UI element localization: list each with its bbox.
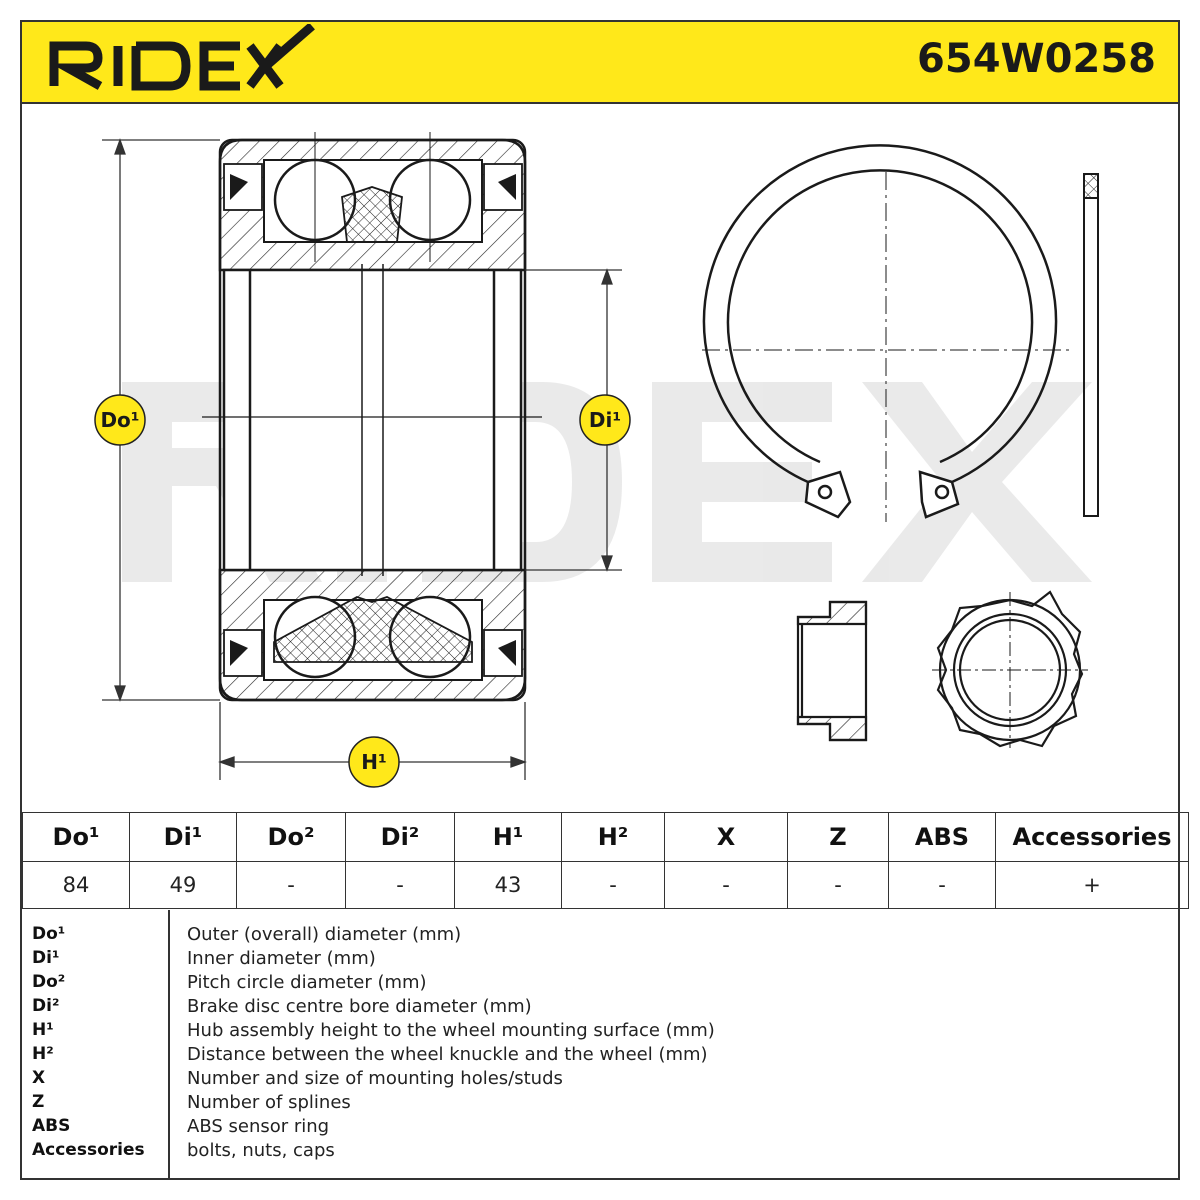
bearing-cross-section (202, 132, 542, 702)
spec-header: X (664, 812, 788, 862)
spec-value-row: 84 49 - - 43 - - - - + (22, 861, 1189, 909)
spec-header: Di¹ (129, 812, 237, 862)
axle-nut-side (796, 600, 868, 742)
legend-item: H² Distance between the wheel knuckle and… (22, 1044, 1178, 1068)
legend-item: Di¹ Inner diameter (mm) (22, 948, 1178, 972)
legend-key: H² (32, 1044, 54, 1064)
legend-desc: Hub assembly height to the wheel mountin… (187, 1020, 715, 1041)
axle-nut-front (932, 590, 1088, 748)
drawing-frame: 654W0258 (20, 20, 1189, 1180)
snap-ring (702, 144, 1072, 522)
legend-key: Do¹ (32, 924, 66, 944)
spec-header-row: Do¹ Di¹ Do² Di² H¹ H² X Z ABS Accessorie… (22, 812, 1189, 862)
spec-value: - (664, 861, 788, 909)
svg-text:H¹: H¹ (361, 750, 387, 774)
svg-text:Do¹: Do¹ (100, 408, 139, 432)
legend-item: Do¹ Outer (overall) diameter (mm) (22, 924, 1178, 948)
legend-key: Di² (32, 996, 60, 1016)
spec-header: Accessories (995, 812, 1189, 862)
legend-item: X Number and size of mounting holes/studs (22, 1068, 1178, 1092)
label-do1: Do¹ (94, 394, 146, 446)
technical-drawing: Do¹ Di¹ H¹ (94, 132, 1099, 788)
legend-item: Di² Brake disc centre bore diameter (mm) (22, 996, 1178, 1020)
spec-value: - (561, 861, 665, 909)
legend-key: H¹ (32, 1020, 54, 1040)
spec-header: Do¹ (22, 812, 130, 862)
spec-value: - (888, 861, 996, 909)
legend-key: ABS (32, 1116, 71, 1136)
spec-value: 84 (22, 861, 130, 909)
spec-value: - (345, 861, 455, 909)
legend-key: Do² (32, 972, 66, 992)
spec-header: ABS (888, 812, 996, 862)
legend-item: Z Number of splines (22, 1092, 1178, 1116)
spec-value: 43 (454, 861, 562, 909)
spec-table: Do¹ Di¹ Do² Di² H¹ H² X Z ABS Accessorie… (22, 812, 1189, 909)
legend-desc: Number and size of mounting holes/studs (187, 1068, 563, 1089)
label-h1: H¹ (348, 736, 400, 788)
spec-header: Di² (345, 812, 455, 862)
legend-item: Accessories bolts, nuts, caps (22, 1140, 1178, 1164)
spec-header: Z (787, 812, 889, 862)
legend-desc: Outer (overall) diameter (mm) (187, 924, 462, 945)
legend-key: Z (32, 1092, 45, 1112)
legend-key: Di¹ (32, 948, 60, 968)
label-di1: Di¹ (579, 394, 631, 446)
spec-header: Do² (236, 812, 346, 862)
legend-desc: Distance between the wheel knuckle and t… (187, 1044, 708, 1065)
spec-value: - (236, 861, 346, 909)
legend-desc: Pitch circle diameter (mm) (187, 972, 427, 993)
legend-key: X (32, 1068, 46, 1088)
legend-desc: bolts, nuts, caps (187, 1140, 335, 1161)
legend-desc: Inner diameter (mm) (187, 948, 376, 969)
svg-text:Di¹: Di¹ (589, 408, 621, 432)
legend-item: ABS ABS sensor ring (22, 1116, 1178, 1140)
legend-desc: Brake disc centre bore diameter (mm) (187, 996, 532, 1017)
legend: Do¹ Outer (overall) diameter (mm) Di¹ Inne… (22, 910, 1178, 1178)
legend-item: Do² Pitch circle diameter (mm) (22, 972, 1178, 996)
snap-ring-side (1083, 173, 1099, 517)
legend-item: H¹ Hub assembly height to the wheel mount… (22, 1020, 1178, 1044)
spec-value: - (787, 861, 889, 909)
header-bar: 654W0258 (22, 22, 1178, 104)
legend-desc: Number of splines (187, 1092, 351, 1113)
spec-header: H¹ (454, 812, 562, 862)
spec-header: H² (561, 812, 665, 862)
legend-key: Accessories (32, 1140, 145, 1160)
spec-value: + (995, 861, 1189, 909)
ridex-logo (49, 24, 315, 91)
spec-value: 49 (129, 861, 237, 909)
legend-desc: ABS sensor ring (187, 1116, 330, 1137)
legend-divider (168, 910, 170, 1178)
part-number: 654W0258 (917, 36, 1156, 82)
